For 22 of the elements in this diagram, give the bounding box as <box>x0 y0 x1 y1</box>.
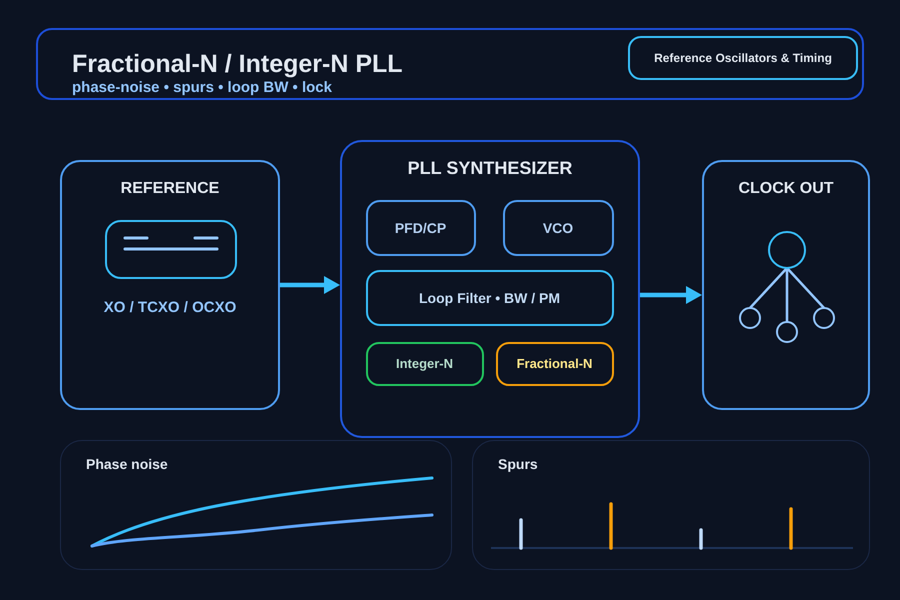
card-heading: Spurs <box>498 456 538 473</box>
mode-box: Integer-N <box>366 342 484 386</box>
panel-heading: REFERENCE <box>120 179 220 198</box>
banner-heading: Fractional-N / Integer-N PLL <box>72 49 403 79</box>
card-heading: Phase noise <box>86 456 168 473</box>
synthesizer-panel <box>340 140 640 438</box>
process-box: PFD/CP <box>366 200 476 256</box>
panel-heading: CLOCK OUT <box>738 179 834 198</box>
phase-noise-card <box>60 440 452 570</box>
header-banner <box>36 28 864 100</box>
reference-panel <box>60 160 280 410</box>
arrow <box>280 276 340 294</box>
panel-caption: XO / TCXO / OCXO <box>104 299 236 317</box>
spurs-card <box>472 440 870 570</box>
mode-box: Fractional-N <box>496 342 614 386</box>
arrow <box>640 286 702 304</box>
panel-heading: PLL SYNTHESIZER <box>408 158 572 180</box>
category-tag: Reference Oscillators & Timing <box>628 36 858 80</box>
banner-subheading: phase-noise • spurs • loop BW • lock <box>72 79 332 97</box>
process-box: Loop Filter • BW / PM <box>366 270 614 326</box>
output-panel <box>702 160 870 410</box>
process-box: VCO <box>502 200 614 256</box>
